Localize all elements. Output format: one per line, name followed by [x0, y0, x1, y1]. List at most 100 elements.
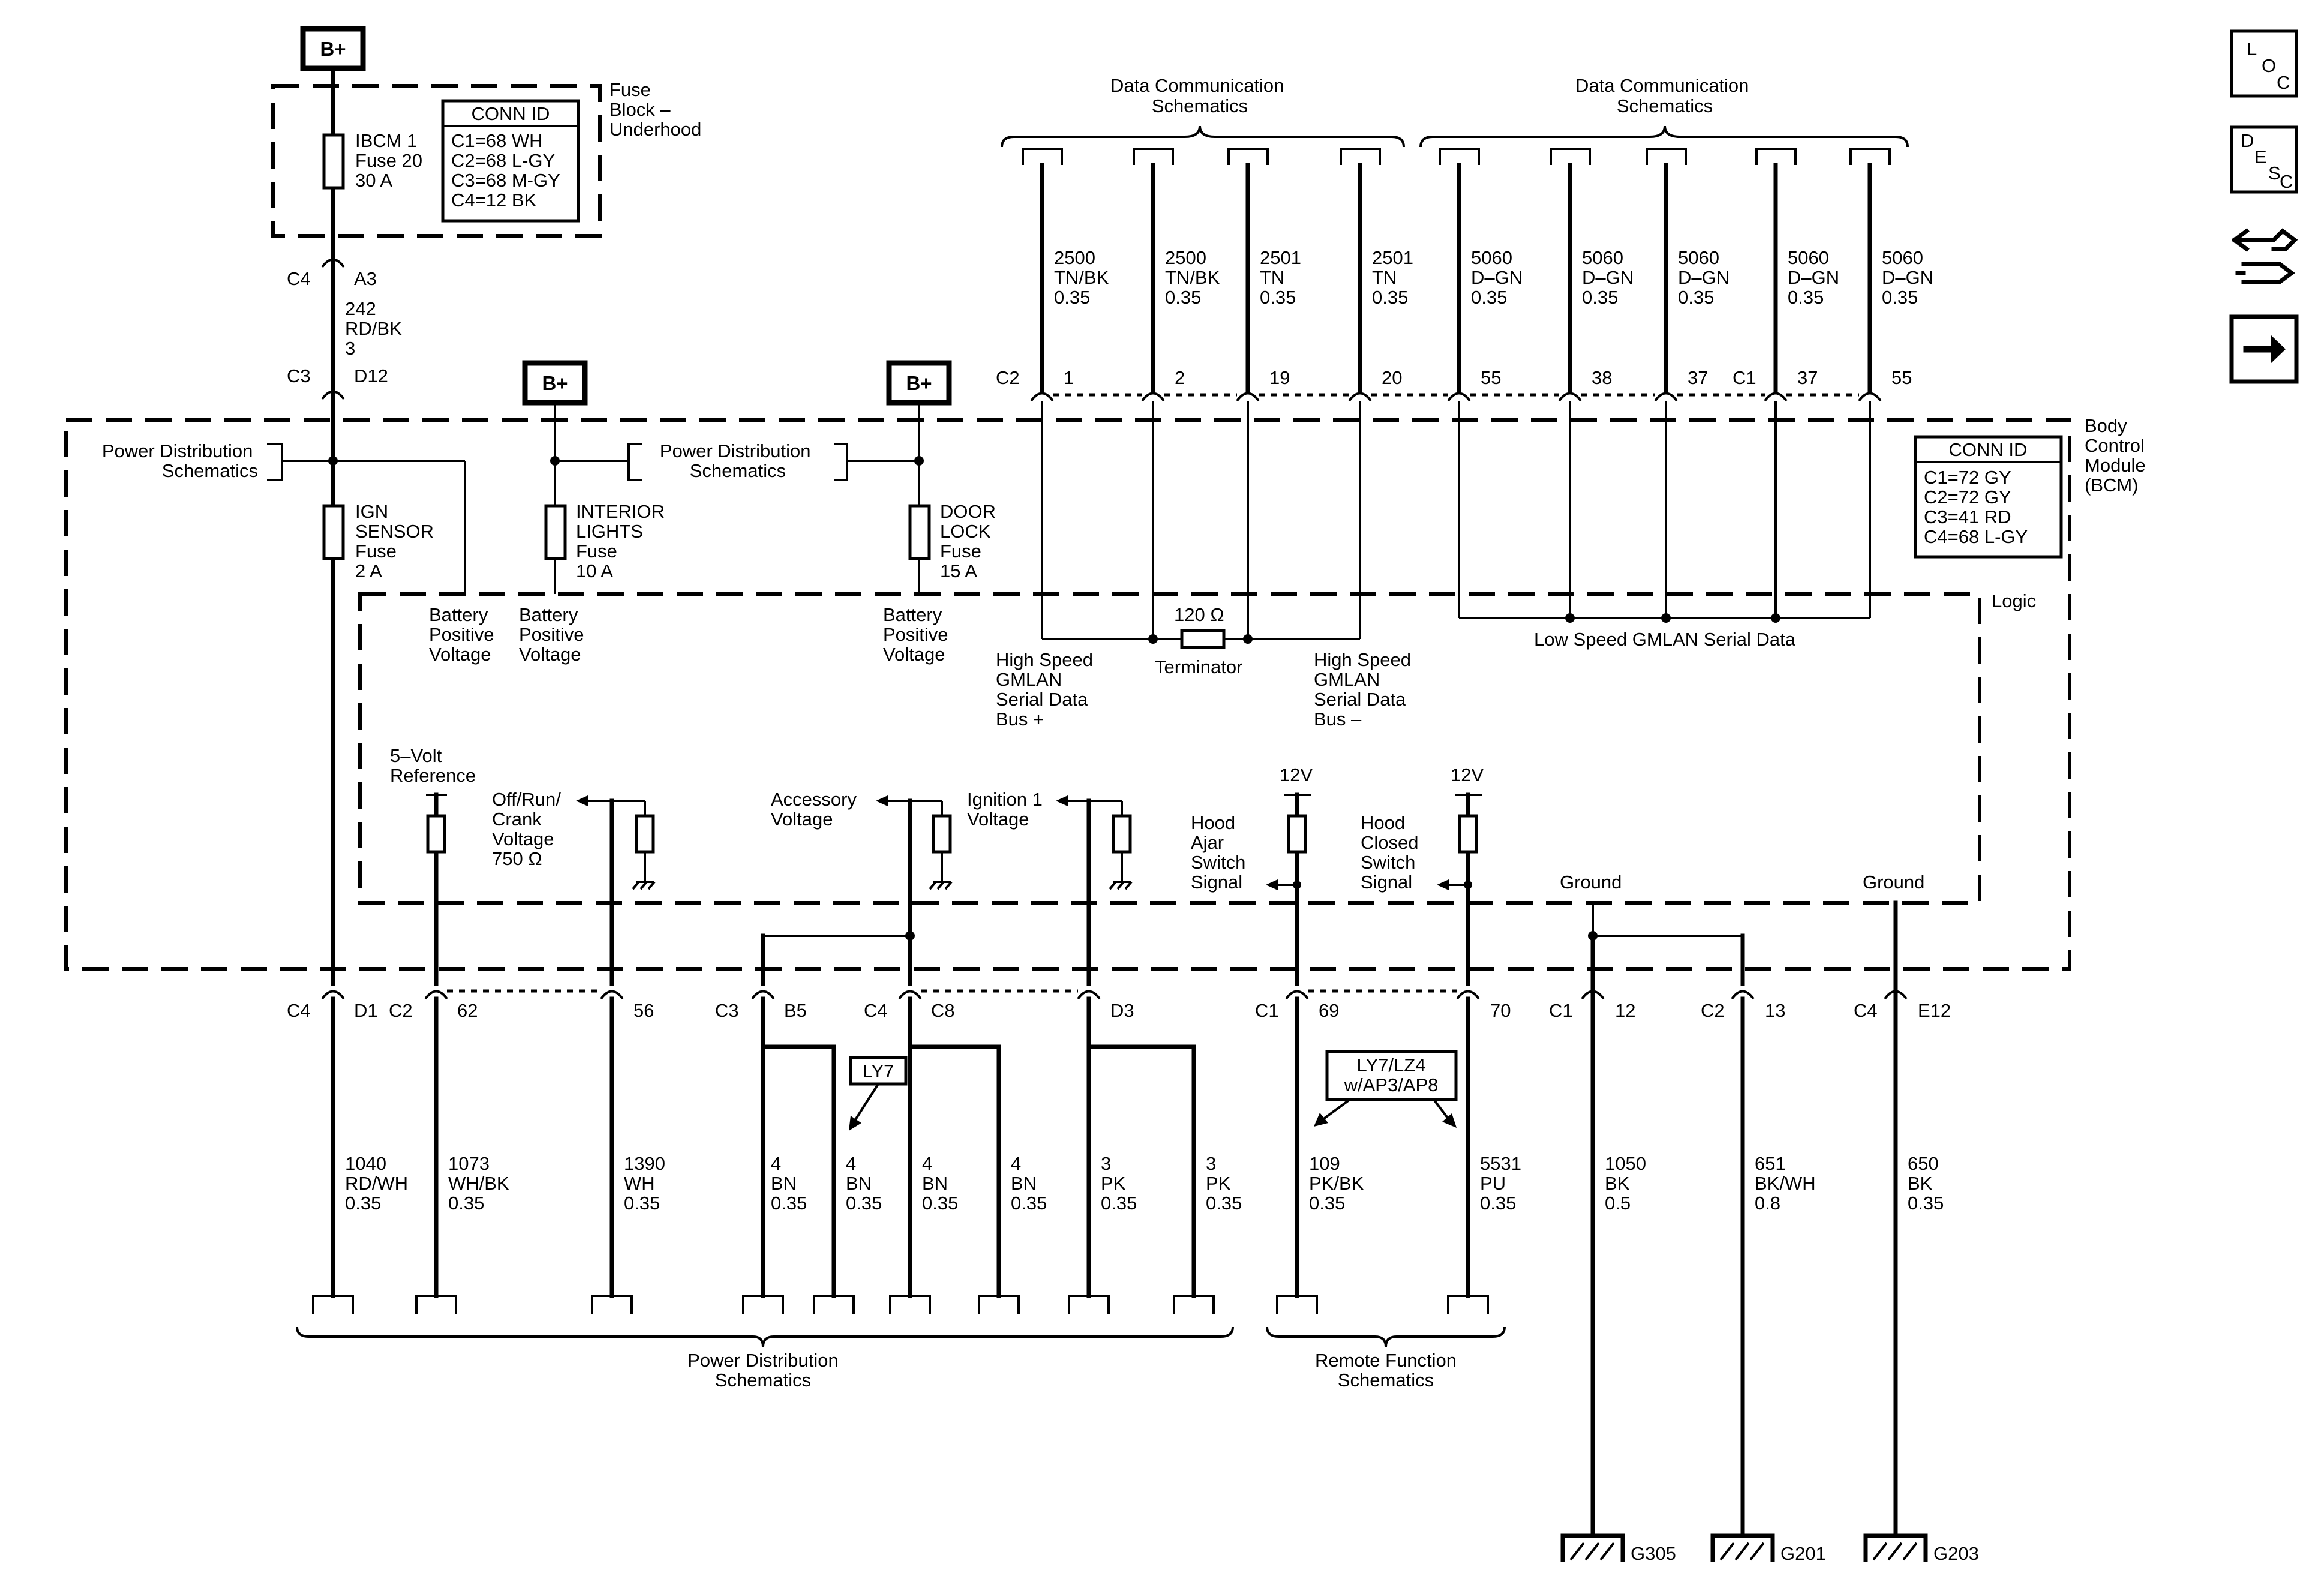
svg-text:G203: G203 [1933, 1543, 1979, 1564]
bcm-conn-id: CONN ID C1=72 GY C2=72 GY C3=41 RD C4=68… [1914, 435, 2063, 559]
b-plus-label: B+ [320, 38, 346, 60]
logic-outline [358, 592, 1981, 905]
pin-label: D12 [354, 365, 388, 386]
data-comm-right: Data Communication Schematics [1419, 75, 1909, 148]
svg-text:62: 62 [457, 1000, 478, 1021]
top-connector-heads [1022, 148, 1891, 165]
data-comm-left: Data Communication Schematics [1001, 75, 1405, 148]
loc-button[interactable]: L O C [2230, 29, 2298, 98]
svg-text:Ground: Ground [1863, 872, 1924, 893]
feed-wire-242: C4 A3 242 RD/BK 3 C3 D12 [287, 258, 402, 401]
svg-text:B5: B5 [784, 1000, 807, 1021]
terminator-resistor [1180, 629, 1226, 649]
svg-text:37: 37 [1688, 367, 1708, 388]
bcm-title: Body Control Module (BCM) [2085, 415, 2151, 496]
svg-text:C4: C4 [287, 1000, 311, 1021]
ibcm-fuse-symbol [322, 133, 345, 190]
connector-swap-icon[interactable] [2232, 228, 2298, 284]
svg-text:Body Control Modul: Body Control Module (BCM) [2085, 415, 2151, 496]
fuse-block-title: Fuse Block – Underhood [609, 79, 701, 140]
data-comm-left-title: Data Communication Schematics [1110, 75, 1289, 116]
ls-gmlan-bus: Low Speed GMLAN Serial Data [1458, 401, 1871, 650]
data-comm-right-title: Data Communication Schematics [1575, 75, 1754, 116]
pd-mid-label: Power Distribution Schematics [627, 440, 848, 481]
bottom-connector-heads [312, 1295, 1489, 1314]
bottom-connectors: C4 D1 C2 62 56 C3 B5 C4 C8 D3 C1 69 70 C… [287, 989, 1951, 1021]
next-arrow-button[interactable] [2229, 314, 2299, 384]
svg-text:INTERIOR LIGHTS Fu: INTERIOR LIGHTS Fuse 10 A [576, 501, 670, 581]
svg-text:D: D [2241, 130, 2254, 151]
svg-text:E12: E12 [1918, 1000, 1951, 1021]
pin-label: A3 [354, 268, 377, 289]
svg-text:LY7: LY7 [863, 1061, 894, 1082]
svg-text:E: E [2254, 146, 2267, 167]
terminator-value: 120 Ω [1174, 604, 1224, 625]
terminator-label: Terminator [1155, 656, 1242, 677]
conn-label: C3 [287, 365, 311, 386]
svg-text:38: 38 [1592, 367, 1612, 388]
ign-fuse-symbol [322, 504, 345, 560]
svg-text:C8: C8 [931, 1000, 955, 1021]
b-plus-box-mid: B+ [522, 360, 588, 406]
desc-button[interactable]: D E S C [2230, 125, 2298, 194]
option-ly7: LY7 [849, 1056, 908, 1131]
svg-text:37: 37 [1797, 367, 1818, 388]
svg-text:13: 13 [1765, 1000, 1785, 1021]
ground-nodes: Ground Ground [1560, 872, 1924, 1538]
ign-fuse-label: IGN SENSOR Fuse 2 A [355, 501, 439, 581]
svg-text:C4: C4 [1854, 1000, 1878, 1021]
svg-text:C1=72 GY C2=72 GY: C1=72 GY C2=72 GY C3=41 RD C4=68 L-GY [1924, 467, 2028, 547]
fuse-block-outline [271, 84, 602, 238]
ibcm-fuse-label: IBCM 1 Fuse 20 30 A [355, 130, 428, 191]
svg-text:G305: G305 [1631, 1543, 1676, 1564]
bcm-outline [64, 418, 2071, 971]
svg-text:69: 69 [1319, 1000, 1339, 1021]
svg-text:70: 70 [1490, 1000, 1511, 1021]
svg-text:DOOR LOCK Fuse: DOOR LOCK Fuse 15 A [940, 501, 1001, 581]
svg-text:1: 1 [1064, 367, 1074, 388]
ground-symbols: G305 G201 G203 [1560, 1533, 1979, 1564]
svg-text:12: 12 [1615, 1000, 1635, 1021]
svg-text:C: C [2277, 72, 2290, 93]
